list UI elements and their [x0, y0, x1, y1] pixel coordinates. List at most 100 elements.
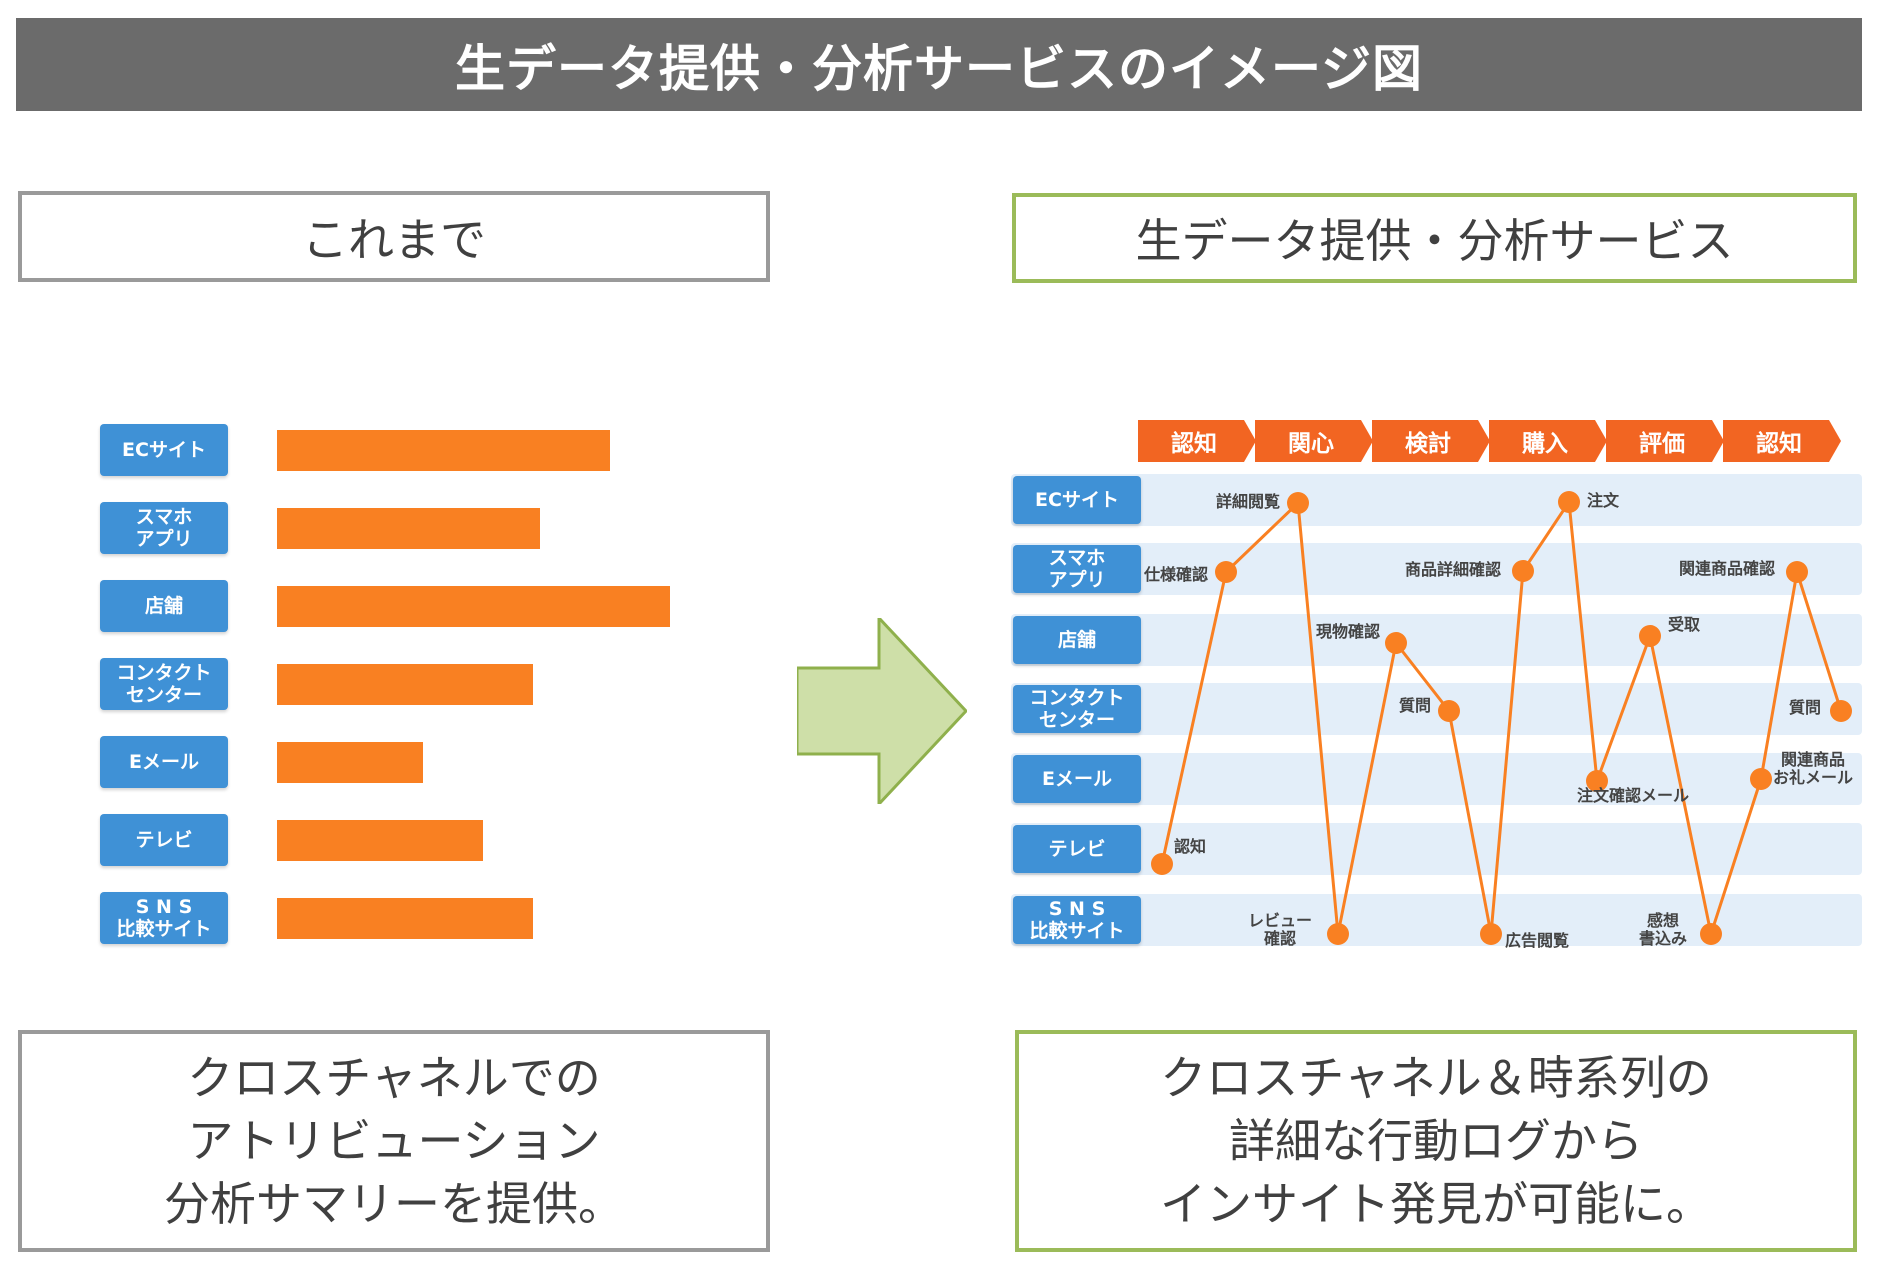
stage-label: 購入: [1522, 431, 1568, 457]
touchpoint-label-line: 注文: [1587, 491, 1620, 510]
stage-3: 検討: [1372, 420, 1490, 462]
touchpoint-dot: [1558, 491, 1580, 513]
touchpoint-label: 広告閲覧: [1505, 932, 1569, 950]
channel-label-line: S N S: [135, 896, 193, 918]
stage-chevron-shape: [1606, 420, 1724, 462]
touchpoint-label-line: レビュー: [1248, 911, 1313, 930]
channel-button-store: 店舗: [100, 580, 228, 632]
bar-email: [277, 742, 423, 783]
channel-label-line: スマホ: [135, 506, 193, 528]
touchpoint-label-line: 広告閲覧: [1505, 931, 1570, 950]
channel-button-contact-center: コンタクトセンター: [1013, 685, 1141, 733]
stage-5: 評価: [1606, 420, 1724, 462]
right-arrow-icon: [797, 618, 967, 804]
touchpoint-label-line: 商品詳細確認: [1405, 560, 1502, 579]
touchpoint-label-line: 確認: [1264, 929, 1297, 948]
channel-label-line: テレビ: [1048, 838, 1106, 860]
lane-contact-center: [1011, 683, 1862, 735]
touchpoint-label: 商品詳細確認: [1405, 561, 1501, 579]
touchpoint-label-line: 関連商品: [1781, 750, 1846, 769]
channel-button-store: 店舗: [1013, 616, 1141, 664]
stage-label: 認知: [1756, 431, 1802, 457]
stage-label: 認知: [1171, 431, 1217, 457]
channel-label-line: 店舗: [1057, 629, 1096, 651]
touchpoint-dot: [1327, 923, 1349, 945]
channel-button-tv: テレビ: [1013, 825, 1141, 873]
before-description-line-2: アトリビューション: [187, 1113, 601, 1168]
touchpoint-label-line: 認知: [1174, 837, 1207, 856]
channel-label-line: アプリ: [1048, 569, 1106, 591]
after-heading-box: 生データ提供・分析サービス: [1012, 193, 1857, 283]
stage-1: 認知: [1138, 420, 1256, 462]
page-title: 生データ提供・分析サービスのイメージ図: [16, 18, 1862, 111]
channel-label-line: Eメール: [129, 751, 199, 773]
stage-label: 関心: [1288, 431, 1334, 457]
touchpoint-label-line: 仕様確認: [1144, 565, 1209, 584]
touchpoint-label-line: 受取: [1668, 615, 1701, 634]
touchpoint-dot: [1786, 561, 1808, 583]
touchpoint-dot: [1830, 700, 1852, 722]
touchpoint-label: 質問: [1399, 697, 1431, 715]
channel-label-line: センター: [125, 684, 202, 706]
touchpoint-dot: [1438, 700, 1460, 722]
channel-label-line: テレビ: [135, 829, 193, 851]
stage-chevron-shape: [1255, 420, 1373, 462]
touchpoint-dot: [1385, 632, 1407, 654]
stage-chevron-shape: [1489, 420, 1607, 462]
touchpoint-label-line: 詳細閲覧: [1216, 492, 1281, 511]
lane-store: [1011, 614, 1862, 666]
stage-chevron-shape: [1372, 420, 1490, 462]
channel-label-line: Eメール: [1042, 768, 1112, 790]
stage-6: 認知: [1723, 420, 1841, 462]
touchpoint-label-line: 感想: [1647, 911, 1680, 930]
bar-store: [277, 586, 670, 627]
channel-button-tv: テレビ: [100, 814, 228, 866]
channel-label-line: アプリ: [135, 528, 193, 550]
lane-ec-site: [1011, 474, 1862, 526]
channel-label-line: センター: [1038, 709, 1115, 731]
channel-button-email: Eメール: [100, 736, 228, 788]
touchpoint-dot: [1700, 923, 1722, 945]
touchpoint-label: 注文: [1587, 492, 1619, 510]
bar-smartphone-app: [277, 508, 540, 549]
channel-label-line: コンタクト: [1029, 687, 1125, 709]
stage-label: 評価: [1639, 431, 1685, 457]
channel-button-smartphone-app: スマホアプリ: [100, 502, 228, 554]
channel-button-ec-site: ECサイト: [100, 424, 228, 476]
channel-button-email: Eメール: [1013, 755, 1141, 803]
touchpoint-label-line: 質問: [1789, 698, 1822, 717]
touchpoint-dot: [1512, 560, 1534, 582]
touchpoint-label: 詳細閲覧: [1216, 493, 1280, 511]
touchpoint-label-line: 関連商品確認: [1679, 559, 1776, 578]
touchpoint-label-line: 質問: [1399, 696, 1432, 715]
after-description-line-2: 詳細な行動ログから: [1229, 1113, 1643, 1168]
bar-contact-center: [277, 664, 533, 705]
channel-label-line: ECサイト: [122, 439, 206, 461]
channel-label-line: 比較サイト: [1029, 920, 1125, 942]
stage-label: 検討: [1405, 431, 1451, 457]
channel-button-ec-site: ECサイト: [1013, 476, 1141, 524]
stage-chevron-shape: [1723, 420, 1841, 462]
channel-label-line: スマホ: [1048, 547, 1106, 569]
touchpoint-dot: [1287, 492, 1309, 514]
stage-4: 購入: [1489, 420, 1607, 462]
touchpoint-label: 注文確認メール: [1577, 787, 1689, 805]
touchpoint-label-line: 書込み: [1639, 929, 1688, 948]
stage-chevron-shape: [1138, 420, 1256, 462]
touchpoint-label: 仕様確認: [1144, 566, 1208, 584]
before-description-box: クロスチャネルでの アトリビューション 分析サマリーを提供。: [18, 1030, 770, 1252]
touchpoint-label-line: 注文確認メール: [1577, 786, 1690, 805]
touchpoint-label: レビュー確認: [1248, 912, 1312, 948]
touchpoint-label: 受取: [1668, 616, 1700, 634]
bar-tv: [277, 820, 483, 861]
channel-label-line: S N S: [1048, 898, 1106, 920]
channel-button-contact-center: コンタクトセンター: [100, 658, 228, 710]
before-heading: これまで: [302, 212, 486, 267]
touchpoint-dot: [1750, 768, 1772, 790]
touchpoint-label: 感想書込み: [1639, 912, 1687, 948]
channel-label-line: ECサイト: [1035, 489, 1119, 511]
after-description-box: クロスチャネル＆時系列の 詳細な行動ログから インサイト発見が可能に。: [1015, 1030, 1857, 1252]
